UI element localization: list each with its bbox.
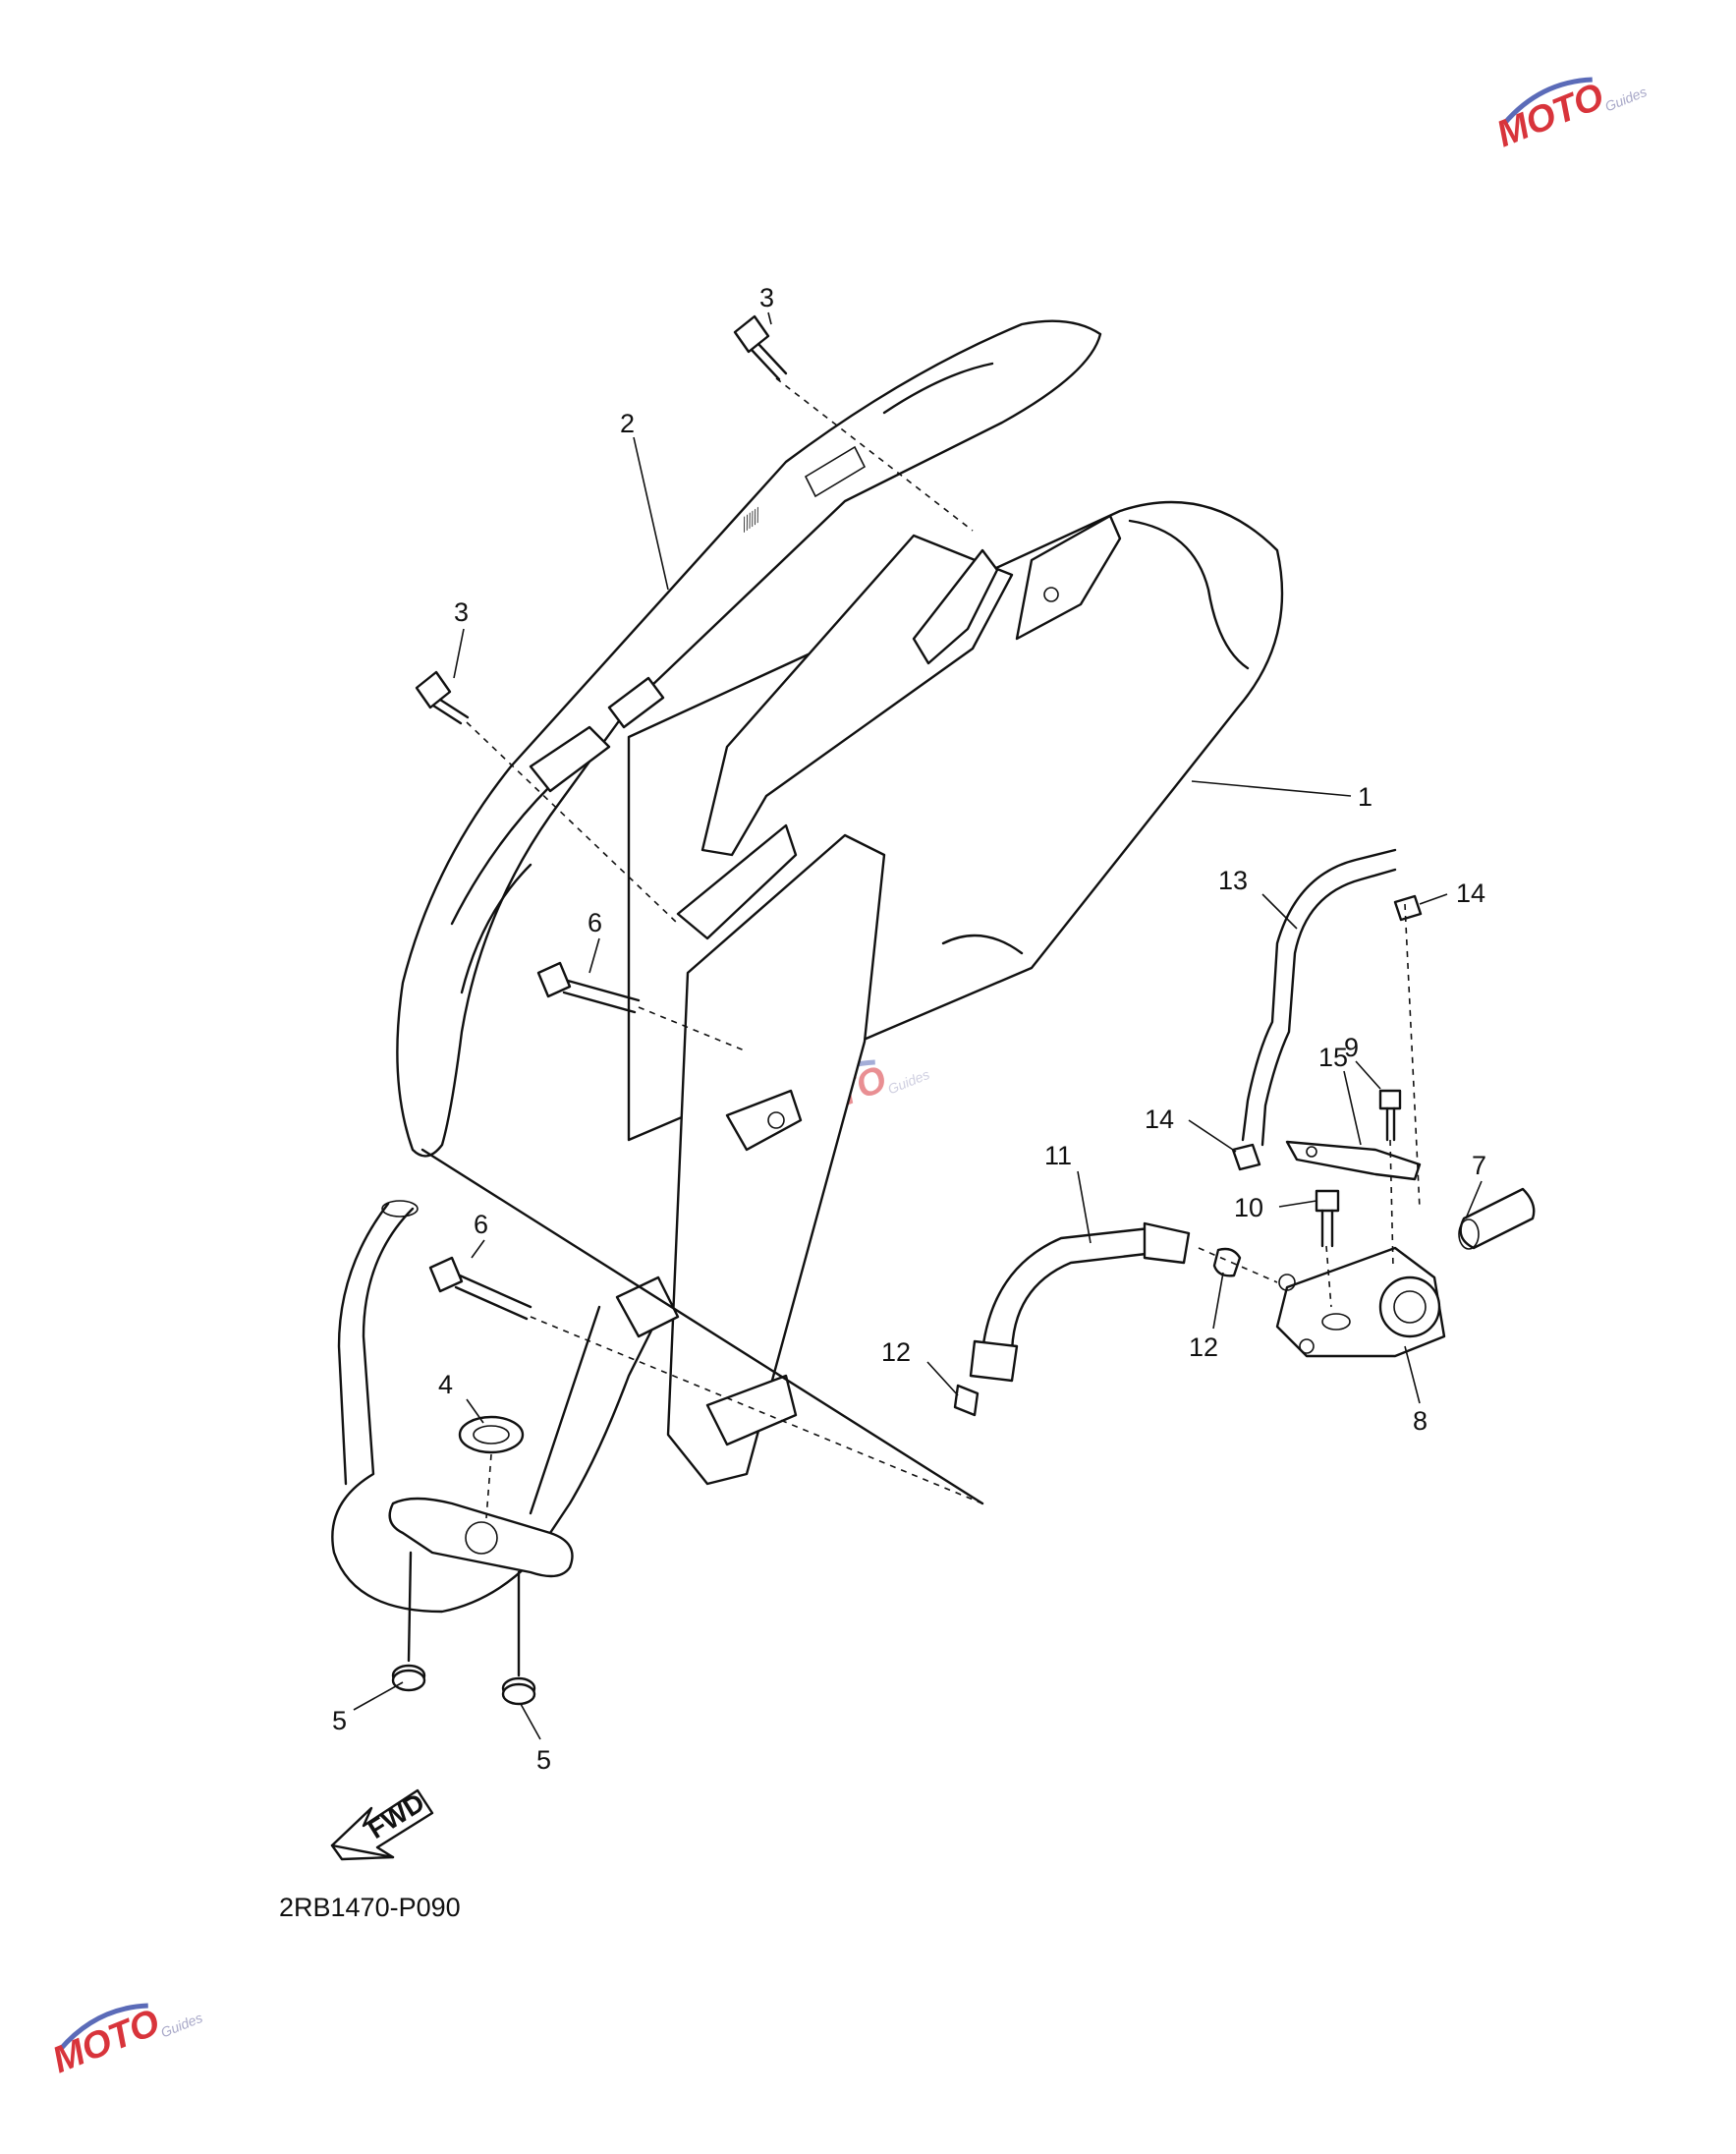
callout-3-upper: 3 bbox=[759, 283, 774, 312]
callout-12-left: 12 bbox=[881, 1337, 911, 1367]
hose-7 bbox=[1458, 1187, 1536, 1250]
callout-10: 10 bbox=[1234, 1193, 1263, 1222]
callout-14-lower: 14 bbox=[1145, 1105, 1174, 1134]
bolt-9 bbox=[1378, 1089, 1402, 1142]
callout-5-right: 5 bbox=[536, 1745, 551, 1775]
bolt-3-lower bbox=[415, 670, 470, 725]
clamp-12-right bbox=[1212, 1247, 1242, 1277]
diagram-code: 2RB1470-P090 bbox=[279, 1893, 461, 1922]
callout-5-left: 5 bbox=[332, 1706, 347, 1735]
clamp-12-left bbox=[953, 1384, 980, 1417]
bracket-15 bbox=[1285, 1140, 1422, 1181]
exhaust-pipe bbox=[331, 1200, 680, 1614]
clip-14-lower bbox=[1231, 1143, 1261, 1171]
callout-2: 2 bbox=[620, 409, 635, 438]
callout-11: 11 bbox=[1044, 1141, 1072, 1170]
bolt-6-lower bbox=[428, 1256, 532, 1321]
callout-6-lower: 6 bbox=[474, 1210, 488, 1239]
muffler-protector: ⁄⁄⁄⁄⁄⁄ bbox=[396, 319, 1102, 1158]
callout-3-lower: 3 bbox=[454, 597, 469, 627]
muffler bbox=[627, 500, 1284, 1486]
bolt-3-upper bbox=[733, 314, 788, 381]
forward-direction-arrow: FWD bbox=[330, 1787, 434, 1861]
assembly-lines bbox=[407, 377, 1421, 1677]
svg-text:Guides: Guides bbox=[158, 2010, 204, 2040]
watermark-top-right: MOTO Guides bbox=[1491, 76, 1650, 155]
bolt-6-upper bbox=[536, 961, 641, 1014]
hose-13 bbox=[1241, 848, 1397, 1147]
callout-13: 13 bbox=[1218, 866, 1248, 895]
callout-7: 7 bbox=[1472, 1151, 1486, 1180]
leader-lines bbox=[353, 312, 1483, 1740]
svg-text:Guides: Guides bbox=[885, 1066, 931, 1097]
nut-5-right bbox=[501, 1676, 536, 1706]
callout-15: 15 bbox=[1318, 1043, 1348, 1072]
callout-9: 9 bbox=[1344, 1033, 1359, 1062]
callout-1: 1 bbox=[1358, 782, 1372, 812]
callouts: 1 2 3 3 4 5 5 6 6 7 8 9 10 11 12 12 13 1… bbox=[332, 283, 1486, 1775]
nut-5-left bbox=[391, 1664, 426, 1692]
air-induction-valve bbox=[1275, 1246, 1446, 1358]
callout-6-upper: 6 bbox=[588, 908, 602, 937]
bolt-10 bbox=[1315, 1189, 1340, 1248]
clip-14-upper bbox=[1393, 894, 1423, 922]
svg-text:Guides: Guides bbox=[1602, 84, 1649, 114]
callout-14-upper: 14 bbox=[1456, 879, 1485, 908]
callout-12-right: 12 bbox=[1189, 1332, 1218, 1362]
callout-8: 8 bbox=[1413, 1406, 1428, 1436]
hose-11 bbox=[969, 1221, 1191, 1383]
watermark-bottom-left: MOTO Guides bbox=[47, 2002, 205, 2081]
callout-4: 4 bbox=[438, 1370, 453, 1399]
